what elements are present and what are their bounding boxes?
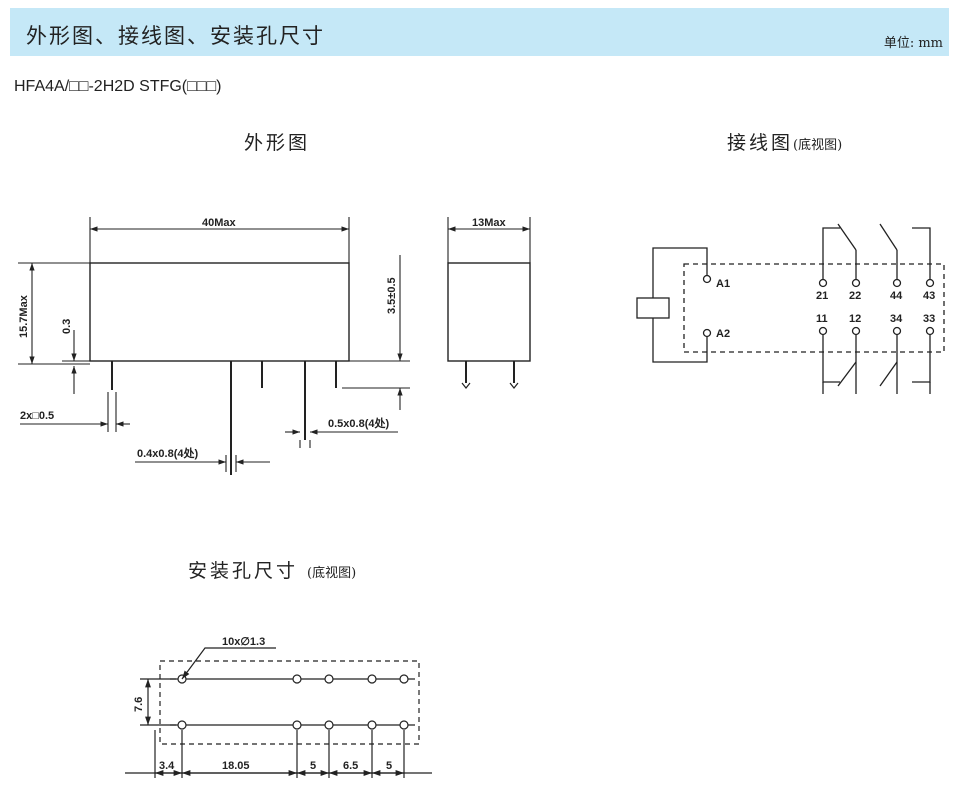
wiring-subtitle: (底视图) [793, 138, 843, 153]
dim-standoff: 0.3 [61, 319, 73, 334]
hole [367, 720, 377, 730]
dim-height: 15.7Max [18, 294, 30, 338]
hole [324, 674, 334, 684]
dim-pin-c: 0.4x0.8(4处) [137, 446, 198, 460]
label-12: 12 [849, 313, 861, 325]
terminal-22 [851, 278, 861, 288]
dim-length: 40Max [202, 217, 237, 229]
terminal-43 [925, 278, 935, 288]
relay-outline-dashed [683, 263, 945, 353]
terminal-21 [818, 278, 828, 288]
label-43: 43 [923, 290, 935, 302]
mounting-title: 安装孔尺寸 [188, 560, 308, 582]
hole [399, 720, 409, 730]
dim-x-3: 6.5 [343, 760, 358, 772]
terminal-12 [851, 326, 861, 336]
unit-label: 单位: mm [883, 36, 943, 51]
terminal-a1 [702, 274, 712, 284]
hole [399, 674, 409, 684]
dim-x-4: 5 [386, 760, 392, 772]
hole [292, 720, 302, 730]
terminal-11 [818, 326, 828, 336]
hole [292, 674, 302, 684]
mounting-subtitle: (底视图) [307, 566, 357, 581]
mounting-diagram [125, 647, 432, 778]
dim-width: 13Max [472, 217, 507, 229]
terminal-34 [892, 326, 902, 336]
dim-pin-b: 0.5x0.8(4处) [328, 416, 389, 430]
label-a2: A2 [716, 328, 730, 340]
label-21: 21 [816, 290, 828, 302]
dim-x-2: 5 [310, 760, 316, 772]
wiring-title: 接线图 [727, 132, 794, 154]
coil-symbol [636, 297, 670, 319]
relay-body-front [89, 262, 350, 362]
hole [324, 720, 334, 730]
page-title: 外形图、接线图、安装孔尺寸 [26, 24, 325, 48]
dim-holes: 10x∅1.3 [222, 636, 265, 648]
header-banner: 外形图、接线图、安装孔尺寸 单位: mm [10, 8, 949, 56]
relay-body-side [447, 262, 531, 362]
hole [177, 720, 187, 730]
hole [367, 674, 377, 684]
label-34: 34 [890, 313, 903, 325]
dim-pin-length: 3.5±0.5 [386, 277, 398, 314]
wiring-diagram [636, 223, 945, 394]
dim-pin-a: 2x□0.5 [20, 410, 54, 422]
outline-section-title: 外形图 [244, 128, 310, 155]
mounting-section-title: 安装孔尺寸 (底视图) [188, 556, 356, 583]
dim-x-1: 18.05 [222, 760, 250, 772]
label-44: 44 [890, 290, 903, 302]
label-33: 33 [923, 313, 935, 325]
model-number: HFA4A/□□-2H2D STFG(□□□) [14, 78, 222, 95]
wiring-section-title: 接线图(底视图) [727, 128, 842, 155]
outline-title: 外形图 [244, 132, 311, 154]
terminal-33 [925, 326, 935, 336]
dim-x-0: 3.4 [159, 760, 175, 772]
terminal-44 [892, 278, 902, 288]
label-22: 22 [849, 290, 861, 302]
outline-front-view [18, 217, 410, 475]
outline-side-view [447, 217, 531, 389]
label-11: 11 [816, 313, 828, 325]
terminal-a2 [702, 328, 712, 338]
footprint-outline-dashed [159, 660, 420, 745]
label-a1: A1 [716, 278, 730, 290]
dim-row-pitch: 7.6 [133, 697, 145, 712]
